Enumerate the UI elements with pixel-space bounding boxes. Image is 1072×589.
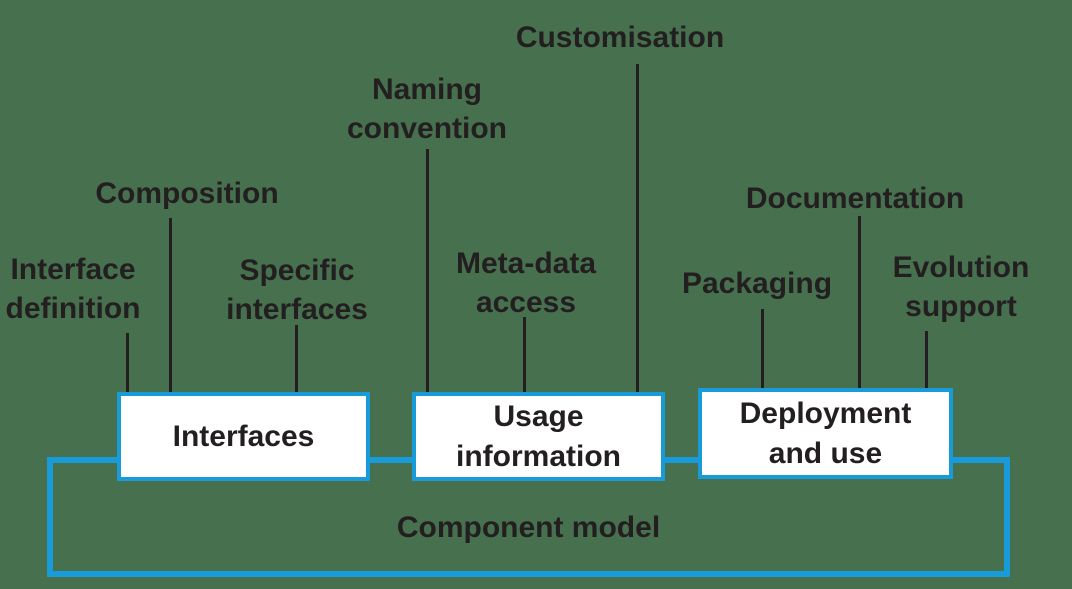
annotation-documentation: Documentation (745, 182, 965, 215)
annotation-specific-interfaces: Specific interfaces (226, 254, 368, 326)
connector-naming-convention (426, 149, 429, 392)
connector-specific-interfaces (295, 325, 298, 392)
connector-packaging (761, 309, 764, 388)
annotation-meta-data-access: Meta-data access (455, 247, 597, 319)
box-interfaces-label: Interfaces (172, 419, 315, 453)
connector-meta-data-access (523, 317, 526, 392)
annotation-evolution-support: Evolution support (892, 251, 1030, 323)
box-interfaces: Interfaces (117, 392, 370, 481)
connector-evolution-support (925, 331, 928, 388)
box-usage-information: Usage information (412, 392, 665, 481)
annotation-composition: Composition (95, 177, 279, 210)
connector-documentation (858, 216, 861, 388)
box-deployment-and-use: Deployment and use (698, 388, 953, 479)
box-usage-information-label: Usage information (456, 399, 621, 473)
connector-interface-definition (126, 333, 129, 392)
annotation-interface-definition: Interface definition (5, 253, 141, 325)
box-deployment-and-use-label: Deployment and use (739, 396, 912, 470)
connector-composition (169, 218, 172, 392)
annotation-customisation: Customisation (515, 21, 725, 54)
annotation-packaging: Packaging (681, 267, 833, 300)
annotation-naming-convention: Naming convention (346, 73, 508, 145)
component-model-label: Component model (396, 511, 661, 544)
connector-customisation (636, 64, 639, 392)
